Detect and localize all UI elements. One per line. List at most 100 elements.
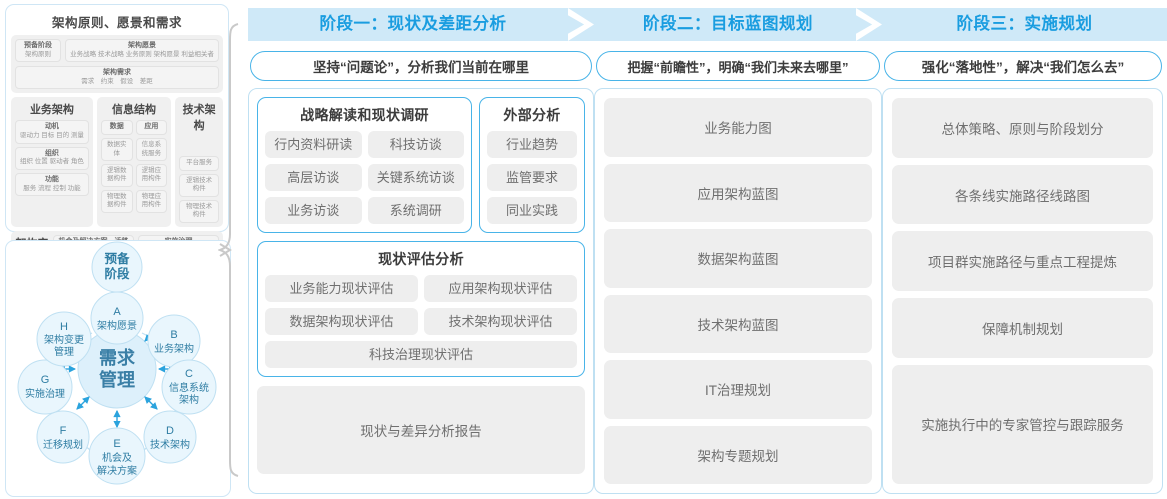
group-current-state-assessment: 现状评估分析 业务能力现状评估 应用架构现状评估 数据架构现状评估 技术架构现状… (257, 241, 585, 377)
business-box-motivation: 动机 驱动力 目标 目的 测量 (15, 120, 89, 144)
architecture-vision-box: 架构愿景 业务战略 技术战略 业务原则 架构愿景 利益相关者 (65, 39, 219, 63)
phase2-item-list: 业务能力图 应用架构蓝图 数据架构蓝图 技术架构蓝图 IT治理规划 架构专题规划 (604, 98, 872, 484)
business-box-function-sub: 服务 流程 控制 功能 (23, 184, 81, 192)
phase3-item-line-roadmap[interactable]: 各条线实施路径线路图 (892, 164, 1153, 225)
svg-text:C: C (185, 368, 193, 380)
chip-internal-doc-review[interactable]: 行内资料研读 (265, 131, 362, 158)
svg-text:技术架构: 技术架构 (150, 438, 190, 451)
chip-system-survey[interactable]: 系统调研 (367, 197, 464, 224)
brace-connector (216, 22, 248, 478)
adm-node-g (17, 359, 73, 415)
svg-text:迁移规划: 迁移规划 (43, 438, 83, 451)
prep-stage-title: 预备阶段 (24, 42, 52, 49)
chip-application-arch-assessment[interactable]: 应用架构现状评估 (424, 275, 577, 302)
phase2-item-business-capability-map[interactable]: 业务能力图 (604, 98, 872, 157)
business-box-motivation-sub: 驱动力 目标 目的 测量 (19, 132, 84, 140)
adm-node-e (88, 427, 146, 485)
svg-text:F: F (60, 425, 67, 437)
chip-data-arch-assessment[interactable]: 数据架构现状评估 (265, 308, 418, 335)
phase1-output-report[interactable]: 现状与差异分析报告 (257, 386, 585, 474)
phase2-item-data-blueprint[interactable]: 数据架构蓝图 (604, 229, 872, 288)
chip-regulatory-requirement[interactable]: 监管要求 (487, 164, 577, 191)
framework-top-band: 预备阶段 架构原则 架构愿景 业务战略 技术战略 业务原则 架构愿景 利益相关者… (11, 35, 223, 94)
chip-key-system-interview[interactable]: 关键系统访谈 (367, 164, 464, 191)
domain-header-technology: 技术架构 (182, 104, 216, 133)
adm-node-f (36, 410, 90, 464)
domain-column-business: 业务架构 动机 驱动力 目标 目的 测量 组织 组织 位置 驱动者 角色 功能 (11, 97, 93, 227)
svg-text:机会及: 机会及 (102, 451, 132, 464)
adm-node-c (161, 359, 217, 415)
architecture-vision-sub: 业务战略 技术战略 业务原则 架构愿景 利益相关者 (70, 50, 214, 58)
svg-text:架构: 架构 (179, 393, 199, 406)
svg-text:G: G (41, 374, 50, 386)
phase2-column: 业务能力图 应用架构蓝图 数据架构蓝图 技术架构蓝图 IT治理规划 架构专题规划 (594, 88, 882, 494)
domain-column-technology: 技术架构 平台服务 逻辑技术构件 物理技术构件 (175, 97, 223, 227)
chip-business-capability-assessment[interactable]: 业务能力现状评估 (265, 275, 418, 302)
architecture-vision-title: 架构愿景 (128, 42, 156, 49)
architecture-requirements-box: 架构需求 需求 约束 假设 差距 (15, 66, 219, 90)
chip-peer-practice[interactable]: 同业实践 (487, 197, 577, 224)
info-box-is-service: 信息系统服务 (135, 138, 168, 161)
phase2-item-technology-blueprint[interactable]: 技术架构蓝图 (604, 294, 872, 353)
svg-text:解决方案: 解决方案 (97, 464, 137, 477)
adm-node-h (36, 311, 92, 367)
chip-tech-interview[interactable]: 科技访谈 (367, 131, 464, 158)
info-box-logical-data: 逻辑数据构件 (100, 164, 133, 187)
phase1-header-band (248, 8, 594, 41)
info-box-data-entity: 数据实体 (100, 138, 133, 161)
phase3-header-band (882, 8, 1167, 41)
svg-text:H: H (60, 321, 68, 333)
business-box-function-title: 功能 (44, 175, 59, 183)
phase2-item-application-blueprint[interactable]: 应用架构蓝图 (604, 163, 872, 222)
information-app-stack: 应用 信息系统服务 逻辑应用构件 物理应用构件 (135, 120, 168, 213)
phase3-caption: 强化“落地性”，解决“我们怎么去” (884, 51, 1162, 81)
phase1-header-label: 阶段一：现状及差距分析 (319, 15, 507, 33)
phase3-item-overall-strategy[interactable]: 总体策略、原则与阶段划分 (892, 98, 1153, 158)
adm-center-line1: 需求 (99, 347, 136, 368)
business-box-organization-sub: 组织 位置 驱动者 角色 (19, 158, 84, 166)
prep-stage-box: 预备阶段 架构原则 (15, 39, 61, 63)
domain-header-information: 信息结构 (112, 104, 157, 117)
svg-text:架构变更: 架构变更 (44, 333, 84, 346)
tech-box-physical-tech: 物理技术构件 (179, 199, 219, 223)
togaf-adm-cycle-card: 需求 管理 预备 阶段 (5, 240, 231, 497)
phase3-item-assurance-plan[interactable]: 保障机制规划 (892, 298, 1153, 358)
adm-node-d (143, 410, 197, 464)
phase3-item-expert-tracking-service[interactable]: 实施执行中的专家管控与跟踪服务 (892, 364, 1153, 485)
info-box-physical-data: 物理数据构件 (100, 189, 133, 213)
phase2-item-it-governance-plan[interactable]: IT治理规划 (604, 360, 872, 419)
adm-cycle-svg: 需求 管理 预备 阶段 (17, 241, 217, 485)
chip-industry-trend[interactable]: 行业趋势 (487, 131, 577, 158)
information-data-stack: 数据 数据实体 逻辑数据构件 物理数据构件 (100, 120, 133, 213)
chip-executive-interview[interactable]: 高层访谈 (265, 164, 362, 191)
business-box-function: 功能 服务 流程 控制 功能 (15, 172, 89, 196)
phase2-header-band (594, 8, 882, 41)
tech-box-logical-tech: 逻辑技术构件 (179, 173, 219, 197)
phase1-column: 战略解读和现状调研 行内资料研读 科技访谈 高层访谈 关键系统访谈 业务访谈 系… (248, 88, 594, 494)
group-external-analysis: 外部分析 行业趋势 监管要求 同业实践 (479, 97, 585, 233)
group-strategy-research-title: 战略解读和现状调研 (300, 107, 429, 123)
svg-text:实施治理: 实施治理 (25, 387, 65, 400)
chip-tech-arch-assessment[interactable]: 技术架构现状评估 (424, 308, 577, 335)
togaf-content-framework-card: 架构原则、愿景和需求 预备阶段 架构原则 架构愿景 业务战略 技术战略 业务原则… (5, 4, 229, 271)
chip-it-governance-assessment[interactable]: 科技治理现状评估 (265, 341, 577, 368)
group-strategy-research: 战略解读和现状调研 行内资料研读 科技访谈 高层访谈 关键系统访谈 业务访谈 系… (257, 97, 472, 233)
phase2-item-architecture-topic-plan[interactable]: 架构专题规划 (604, 425, 872, 484)
svg-text:业务架构: 业务架构 (154, 342, 194, 355)
phase2-caption: 把握“前瞻性”，明确“我们未来去哪里” (596, 51, 880, 81)
adm-node-a (90, 291, 144, 345)
phase3-item-program-roadmap[interactable]: 项目群实施路径与重点工程提炼 (892, 231, 1153, 292)
phase3-header-label: 阶段三：实施规划 (956, 15, 1093, 33)
phase3-item-list: 总体策略、原则与阶段划分 各条线实施路径线路图 项目群实施路径与重点工程提炼 保… (892, 98, 1153, 485)
left-panel: 架构原则、愿景和需求 预备阶段 架构原则 架构愿景 业务战略 技术战略 业务原则… (5, 4, 233, 497)
svg-text:A: A (113, 306, 121, 318)
svg-text:D: D (166, 425, 174, 437)
svg-text:管理: 管理 (54, 345, 74, 358)
svg-text:信息系统: 信息系统 (169, 381, 209, 394)
group-current-state-assessment-title: 现状评估分析 (378, 251, 464, 267)
chip-business-interview[interactable]: 业务访谈 (265, 197, 362, 224)
domain-column-information: 信息结构 数据 数据实体 逻辑数据构件 物理数据构件 应用 信息系统服务 逻辑应… (96, 97, 172, 227)
svg-text:E: E (113, 438, 120, 450)
adm-node-b (147, 314, 201, 368)
